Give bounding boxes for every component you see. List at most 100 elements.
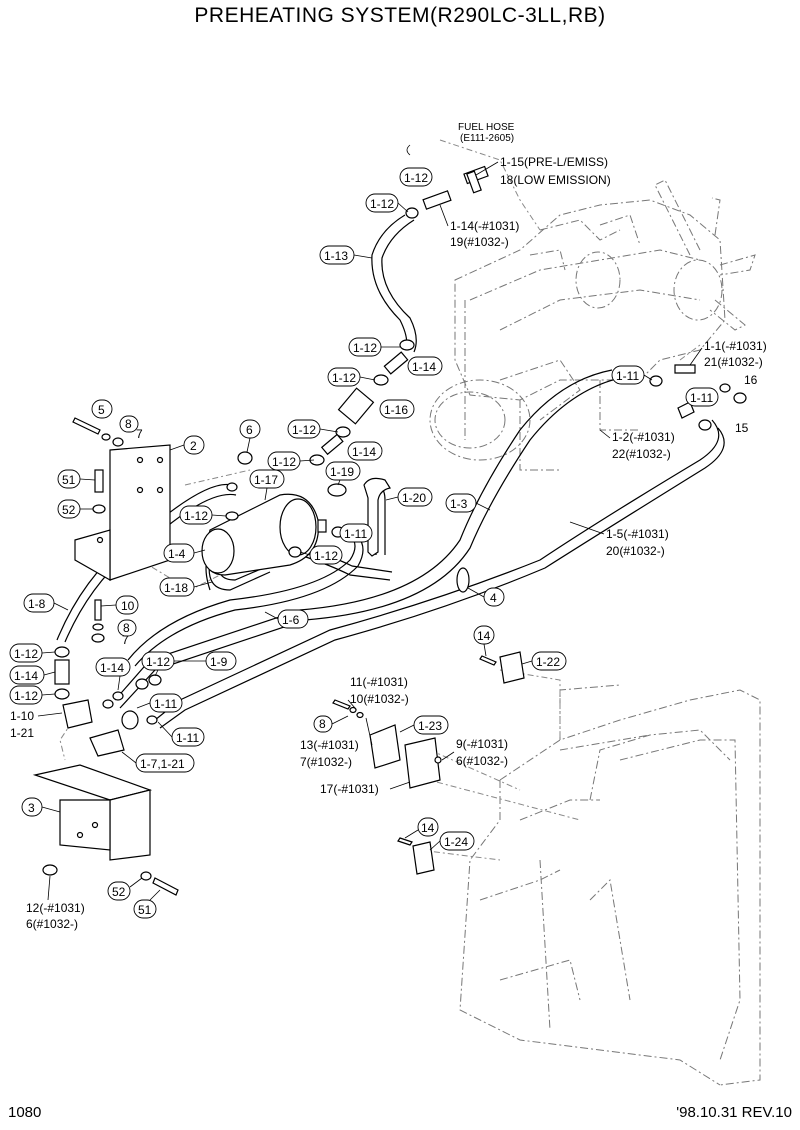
svg-text:51: 51 (62, 473, 76, 487)
svg-text:8: 8 (319, 717, 326, 731)
svg-text:10: 10 (121, 599, 135, 613)
callout-21: 21(#1032-) (704, 355, 763, 369)
callout-1-6: 1-6 (277, 609, 309, 629)
svg-text:1-20: 1-20 (402, 491, 426, 505)
callout-1-4: 1-4 (163, 543, 195, 563)
callout-1-12-c: 1-12 (348, 337, 382, 357)
svg-text:4: 4 (490, 591, 497, 605)
callout-1-22: 1-22 (531, 651, 567, 671)
callout-52-a: 52 (57, 499, 81, 519)
callout-1-12-f: 1-12 (267, 451, 301, 471)
svg-text:1-14: 1-14 (100, 661, 124, 675)
callout-17: 17(-#1031) (320, 782, 379, 796)
svg-text:8: 8 (123, 621, 130, 635)
svg-text:14: 14 (477, 629, 491, 643)
svg-text:1-19: 1-19 (330, 465, 354, 479)
svg-text:1-12: 1-12 (314, 549, 338, 563)
svg-text:1-12: 1-12 (332, 371, 356, 385)
callout-20: 20(#1032-) (606, 544, 665, 558)
dashed-leaders (59, 139, 701, 861)
svg-text:52: 52 (62, 503, 76, 517)
callout-1-24: 1-24 (439, 831, 475, 851)
callout-1-8: 1-8 (23, 593, 55, 613)
svg-text:1-12: 1-12 (292, 423, 316, 437)
svg-text:1-23: 1-23 (418, 719, 442, 733)
callout-6-c: 6(#1032-) (26, 917, 78, 931)
svg-text:1-12: 1-12 (184, 509, 208, 523)
svg-text:1-18: 1-18 (164, 581, 188, 595)
svg-text:1-13: 1-13 (324, 249, 348, 263)
callout-51-a: 51 (57, 469, 81, 489)
callout-11: 11(-#1031) (350, 675, 408, 689)
callout-13: 13(-#1031) (300, 738, 359, 752)
callout-1-17: 1-17 (249, 469, 285, 489)
callout-6-a: 6 (239, 419, 261, 439)
callouts: FUEL HOSE (E111-2605) 1-12 1-15(PRE-L/EM… (9, 122, 767, 931)
page-number: 1080 (8, 1104, 42, 1121)
callout-7-c: 7(#1032-) (300, 755, 352, 769)
svg-text:51: 51 (138, 903, 152, 917)
callout-1-11-e: 1-11 (171, 727, 205, 747)
callout-1-12-b: 1-12 (365, 193, 399, 213)
callout-1-14-d: 1-14 (95, 657, 131, 677)
callout-8-b: 8 (117, 619, 137, 637)
svg-text:1-14: 1-14 (352, 445, 376, 459)
svg-text:1-17: 1-17 (254, 473, 278, 487)
callout-2: 2 (183, 435, 205, 455)
svg-text:1-11: 1-11 (154, 697, 177, 711)
svg-text:1-12: 1-12 (272, 455, 296, 469)
svg-text:52: 52 (112, 885, 126, 899)
fuel-hose-code: (E111-2605) (460, 133, 514, 144)
callout-1-11-d: 1-11 (149, 693, 183, 713)
callout-1-19: 1-19 (325, 461, 361, 481)
callout-12: 12(-#1031) (26, 901, 85, 915)
callout-14-b: 14 (417, 817, 439, 837)
callout-5: 5 (91, 399, 113, 419)
callout-1-10: 1-10 (10, 709, 34, 723)
svg-text:1-11: 1-11 (690, 391, 713, 405)
callout-22: 22(#1032-) (612, 447, 671, 461)
callout-4: 4 (483, 587, 505, 607)
callout-15: 15 (735, 421, 749, 435)
svg-text:1-12: 1-12 (370, 197, 394, 211)
revision-label: '98.10.31 REV.10 (676, 1104, 792, 1121)
callout-1-14-a: 1-14(-#1031) (450, 219, 519, 233)
page-title: PREHEATING SYSTEM(R290LC-3LL,RB) (194, 4, 606, 27)
callout-1-12-j: 1-12 (141, 651, 175, 671)
svg-text:1-11: 1-11 (344, 527, 367, 541)
callout-1-11-b: 1-11 (685, 387, 719, 407)
svg-text:1-9: 1-9 (210, 655, 228, 669)
svg-text:5: 5 (98, 403, 105, 417)
callout-1-11-c: 1-11 (339, 523, 373, 543)
svg-text:1-11: 1-11 (176, 731, 199, 745)
callout-1-5: 1-5(-#1031) (606, 527, 669, 541)
svg-text:1-12: 1-12 (404, 171, 428, 185)
cab-outline (459, 684, 761, 1086)
callout-1-20: 1-20 (397, 487, 433, 507)
callout-6-b: 6(#1032-) (456, 754, 508, 768)
svg-text:1-12: 1-12 (14, 689, 38, 703)
svg-text:14: 14 (421, 821, 435, 835)
callout-1-15: 1-15(PRE-L/EMISS) (500, 155, 608, 169)
svg-text:1-24: 1-24 (444, 835, 468, 849)
callout-1-16: 1-16 (379, 399, 415, 419)
svg-text:2: 2 (190, 439, 197, 453)
callout-16: 16 (744, 373, 758, 387)
callout-52-b: 52 (107, 881, 131, 901)
svg-text:1-22: 1-22 (536, 655, 560, 669)
callout-7-a: 7 (136, 427, 143, 441)
svg-text:1-16: 1-16 (384, 403, 408, 417)
callout-1-21: 1-21 (10, 726, 34, 740)
callout-1-14-b: 1-14 (407, 356, 443, 376)
callout-7-b: 7 (122, 633, 129, 647)
svg-text:1-7,1-21: 1-7,1-21 (140, 757, 185, 771)
callout-1-14-c: 1-14 (347, 441, 383, 461)
callout-1-7: 1-7,1-21 (135, 753, 195, 773)
svg-text:1-11: 1-11 (616, 369, 639, 383)
callout-1-14-e: 1-14 (9, 665, 45, 685)
callout-18: 18(LOW EMISSION) (500, 173, 611, 187)
callout-1-12-e: 1-12 (287, 419, 321, 439)
callout-1-12-i: 1-12 (9, 643, 43, 663)
callout-1-9: 1-9 (205, 651, 237, 671)
engine-outline (429, 179, 756, 471)
